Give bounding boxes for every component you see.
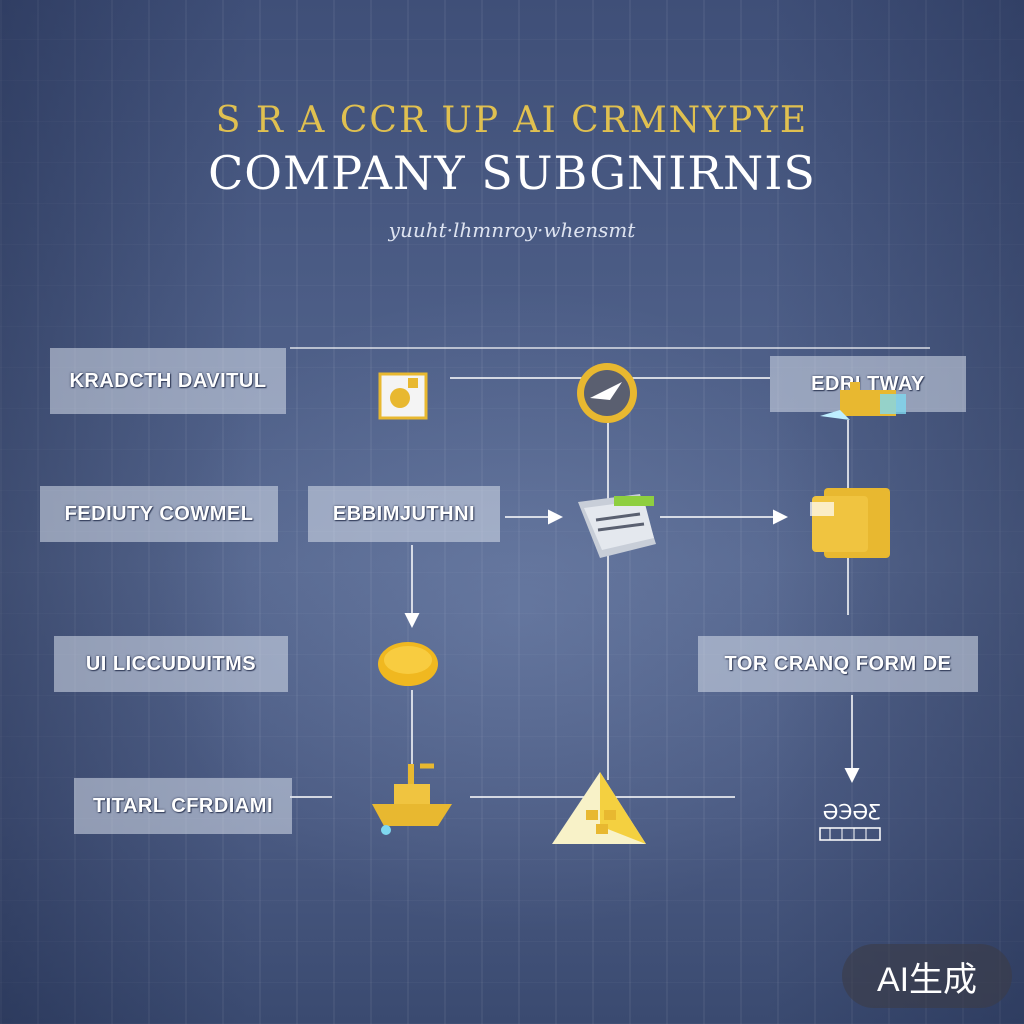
background-building-right bbox=[764, 0, 1024, 1024]
ai-generated-badge: AI生成 bbox=[842, 944, 1012, 1008]
coin-icon bbox=[378, 642, 438, 686]
label-box-2: FEDIUTY COWMEL bbox=[40, 486, 278, 542]
machine-icon bbox=[820, 382, 906, 420]
label-box-4: UI LICCUDUITMS bbox=[54, 636, 288, 692]
title-top: S R A CCR UP AI CRMNYPYE bbox=[215, 100, 809, 141]
folder-icon bbox=[810, 488, 890, 558]
ship-icon bbox=[372, 763, 452, 835]
document-stack-icon bbox=[578, 494, 656, 558]
connector-pins-icon bbox=[819, 827, 881, 841]
page-title: COMPANY SUBGNIRNIS bbox=[208, 146, 816, 200]
chip-icon bbox=[378, 372, 428, 420]
subtitle: yuuht·lhmnroy·whensmt bbox=[388, 218, 636, 242]
node-text: ƏЭƏƸ bbox=[822, 800, 882, 824]
node-chip: ƏЭƏƸ bbox=[812, 800, 892, 848]
label-box-1: KRADCTH DAVITUL bbox=[50, 348, 286, 414]
pyramid-icon bbox=[552, 772, 646, 844]
label-box-5: TITARL CFRDIAMI bbox=[74, 778, 292, 834]
compass-icon bbox=[577, 363, 637, 423]
label-box-7: TOR CRANQ FORM DE bbox=[698, 636, 978, 692]
label-box-3: EBBIMJUTHNI bbox=[308, 486, 500, 542]
